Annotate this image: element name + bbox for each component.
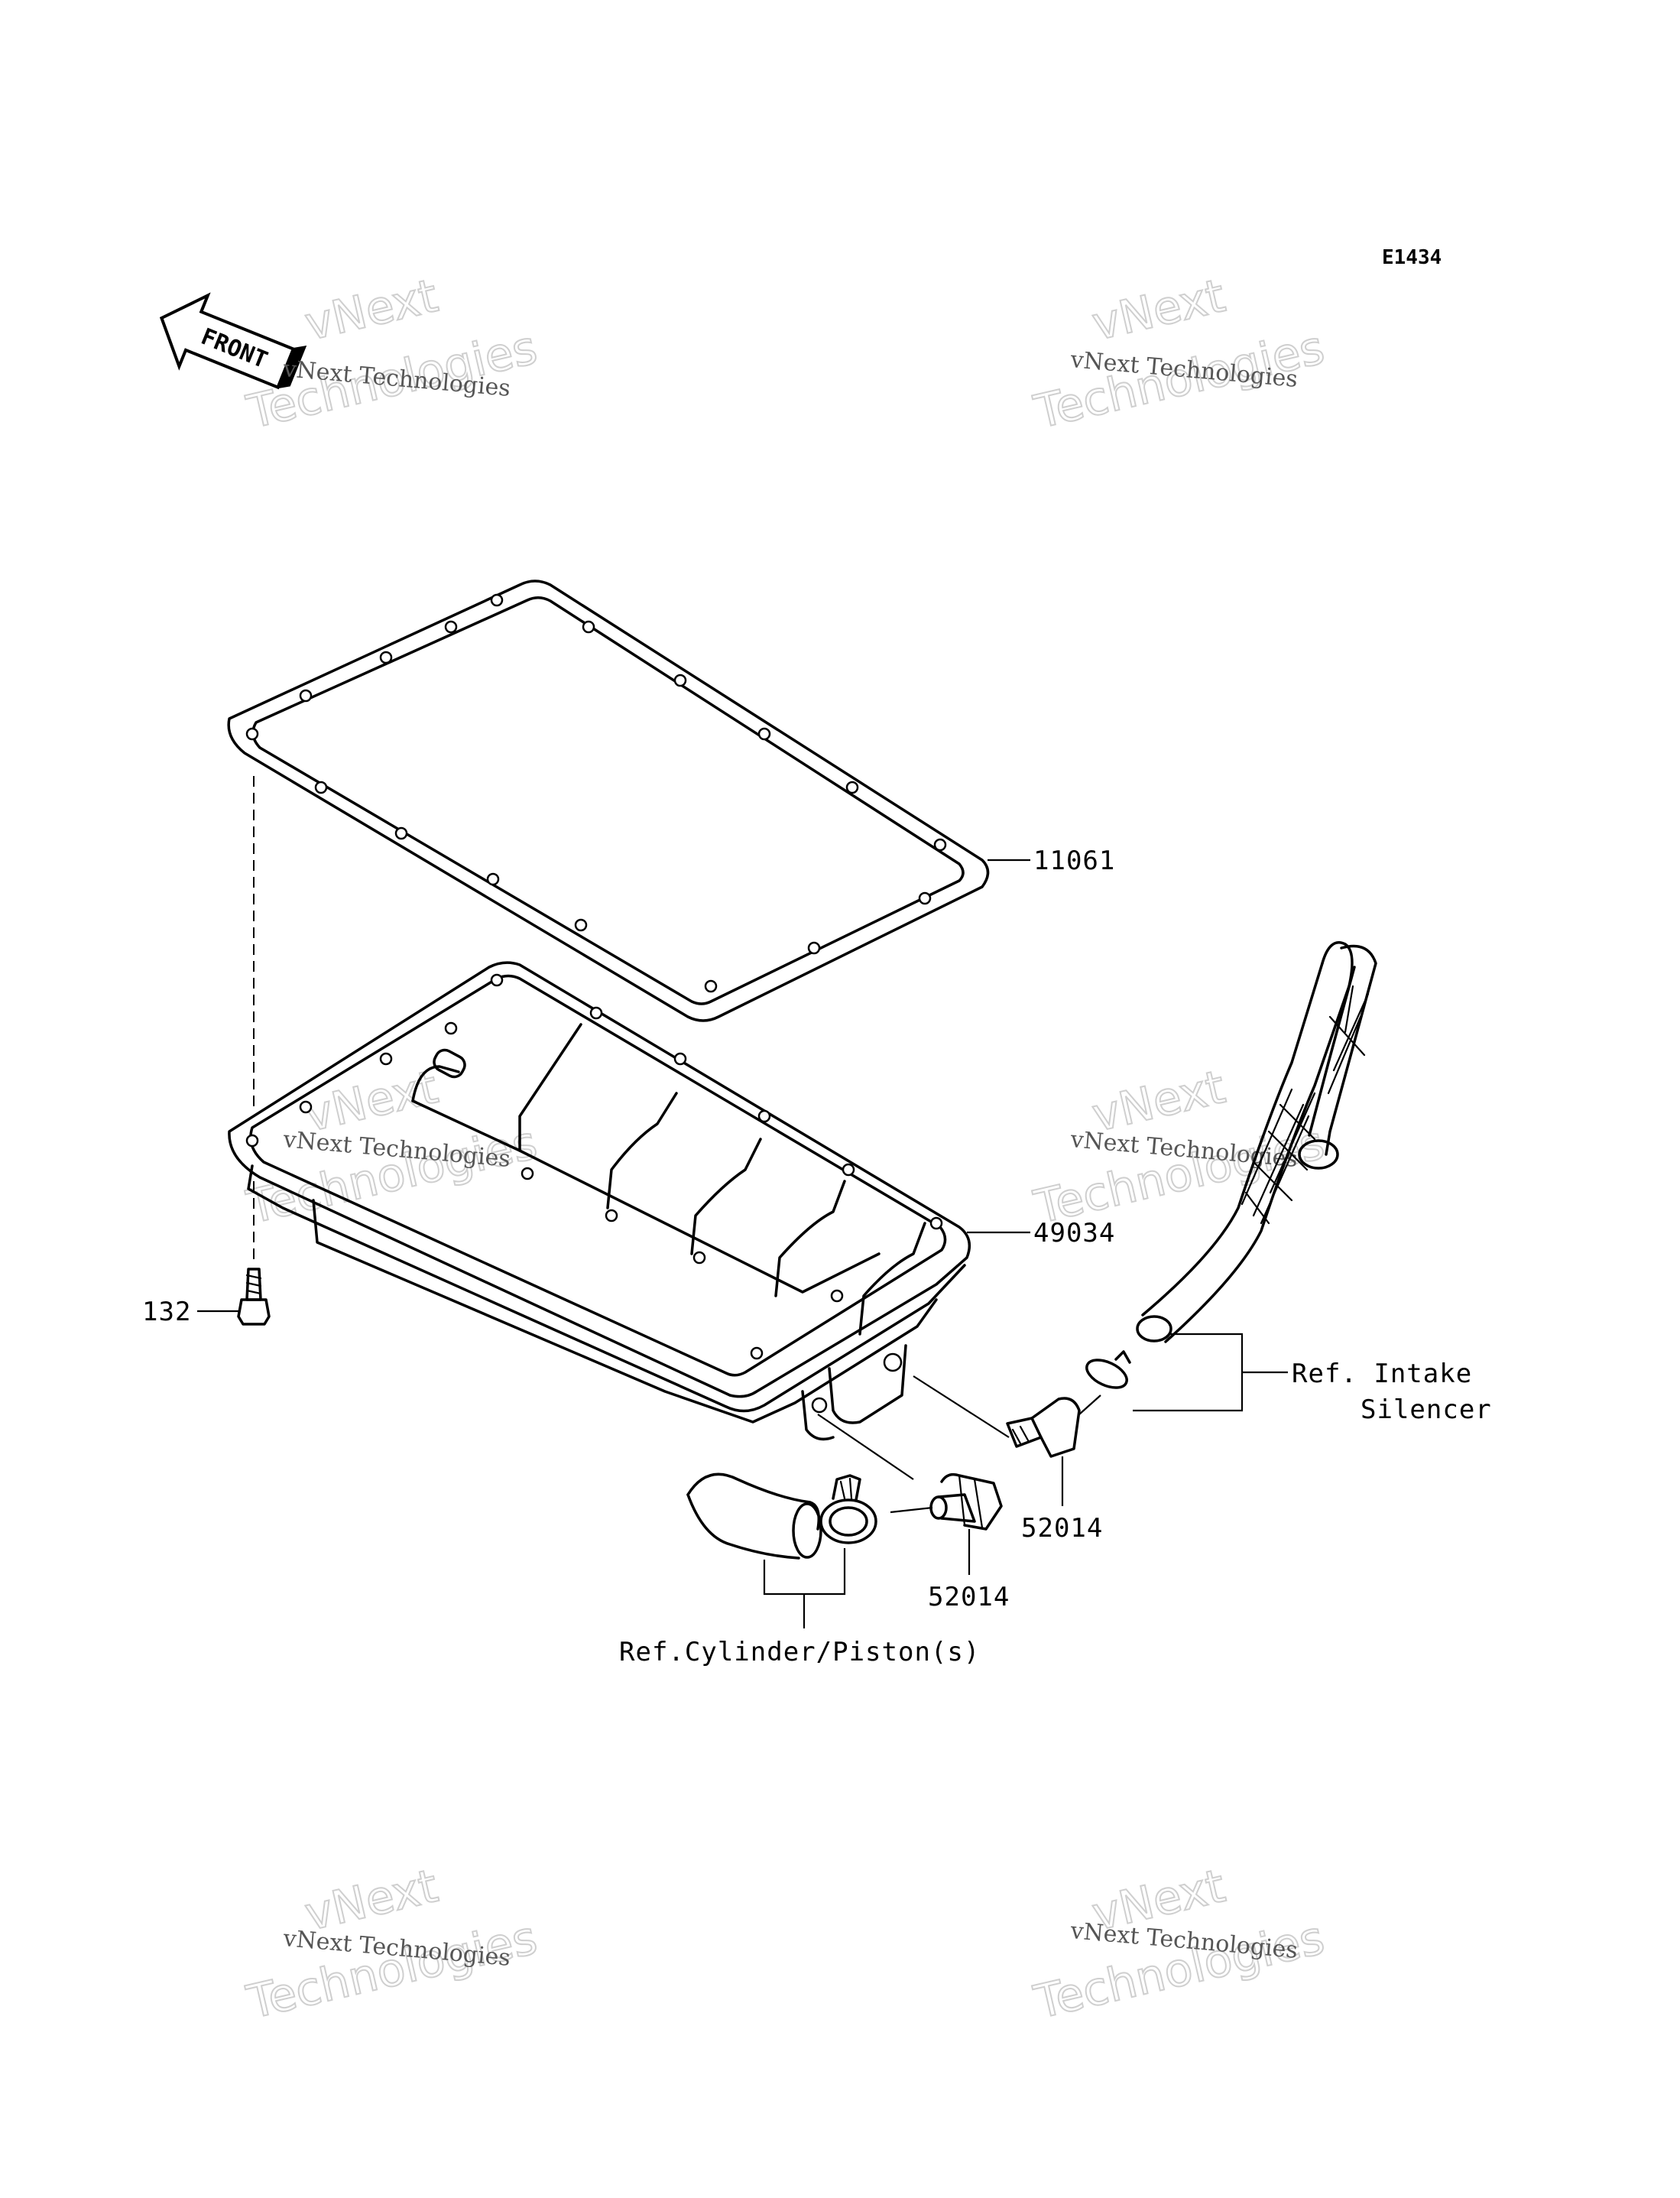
watermark-bottom-left: vNext Technologies vNext Technologies bbox=[242, 1859, 543, 2031]
watermark-bottom-right: vNext Technologies vNext Technologies bbox=[1029, 1859, 1330, 2031]
fitting-left-alignment bbox=[817, 1414, 914, 1480]
oil-pan-gasket bbox=[227, 580, 990, 1022]
watermark-big-1a: vNext bbox=[300, 269, 443, 352]
hose-clamp-cylinder bbox=[819, 1474, 877, 1544]
callout-11061: 11061 bbox=[1033, 846, 1115, 876]
callout-132: 132 bbox=[142, 1297, 191, 1327]
diagram-code: E1434 bbox=[1382, 246, 1442, 269]
breather-hose-intake bbox=[1136, 941, 1377, 1343]
ref-intake-line1: Ref. Intake bbox=[1292, 1359, 1472, 1389]
straight-fitting-left bbox=[929, 1472, 1003, 1531]
watermark-big-2a: vNext bbox=[1088, 269, 1231, 352]
callout-52014-left: 52014 bbox=[928, 1582, 1010, 1612]
ref-intake-line2: Silencer bbox=[1361, 1394, 1492, 1425]
breather-hose-cylinder bbox=[686, 1472, 822, 1560]
watermark-top-right: vNext Technologies vNext Technologies bbox=[1029, 268, 1330, 440]
callout-49034: 49034 bbox=[1033, 1218, 1115, 1248]
oil-pan-bolt-holes bbox=[245, 973, 943, 1360]
fitting-right-alignment bbox=[913, 1375, 1010, 1438]
callout-52014-right: 52014 bbox=[1021, 1513, 1103, 1544]
hose-clamp-intake bbox=[1085, 1350, 1131, 1389]
elbow-fitting-right bbox=[1006, 1397, 1081, 1458]
ref-cylinder-label: Ref.Cylinder/Piston(s) bbox=[619, 1637, 980, 1667]
oil-pan-bolt bbox=[237, 1268, 271, 1326]
gasket-bolt-holes bbox=[245, 593, 947, 993]
bracket-intake bbox=[1133, 1333, 1244, 1412]
oil-pan bbox=[228, 961, 971, 1441]
